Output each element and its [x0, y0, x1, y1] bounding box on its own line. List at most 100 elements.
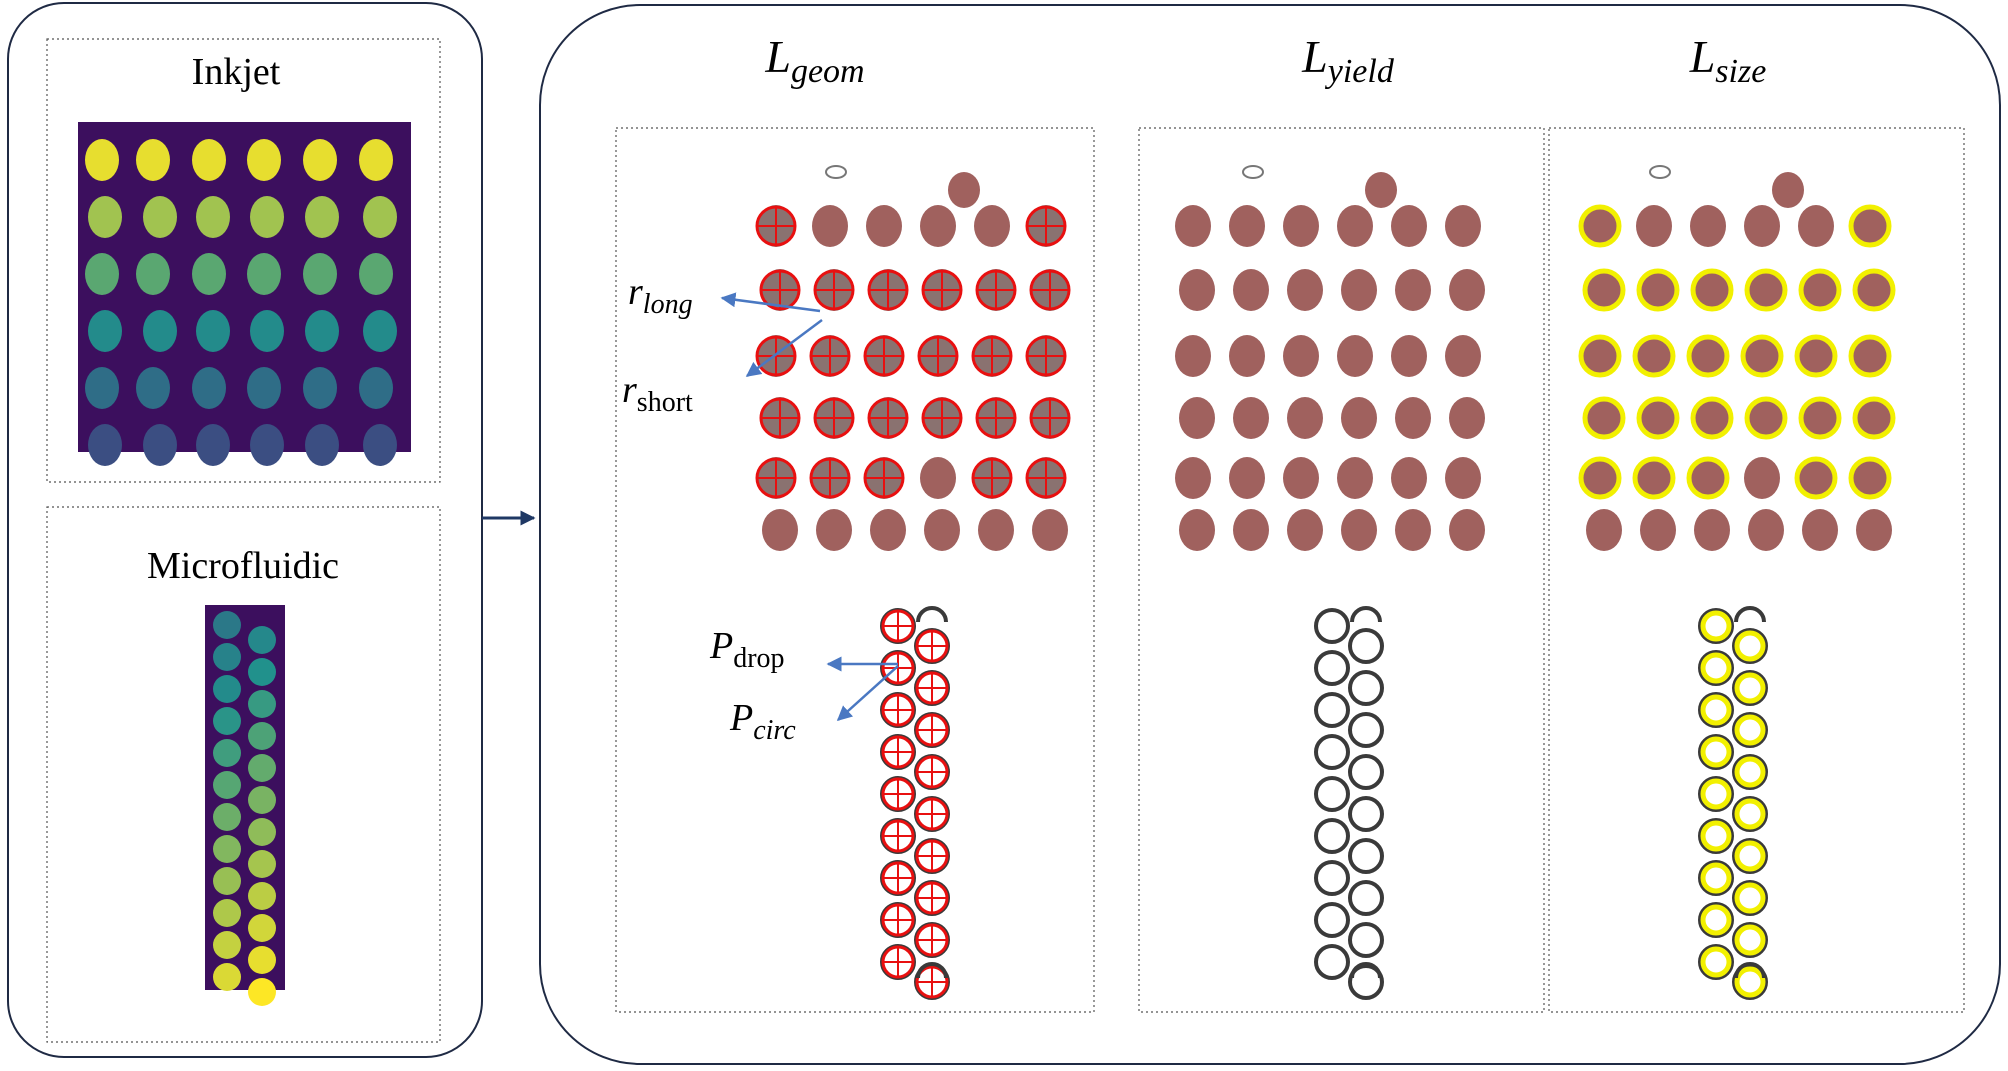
droplet: [1690, 205, 1726, 247]
inkjet-droplet: [136, 367, 170, 409]
microfluidic-droplet: [213, 739, 241, 767]
droplet: [1852, 335, 1888, 377]
fitted-circle: [915, 965, 949, 999]
droplet: [1852, 205, 1888, 247]
inkjet-droplet: [136, 139, 170, 181]
droplet: [1445, 457, 1481, 499]
microfluidic-droplet: [248, 626, 276, 654]
inkjet-droplet: [247, 139, 281, 181]
inkjet-droplet: [88, 196, 122, 238]
ring: [1732, 838, 1768, 874]
r-long-label: rlong: [628, 271, 693, 320]
fitted-circle: [921, 397, 963, 439]
size-ring: [1632, 334, 1676, 378]
ring: [1732, 712, 1768, 748]
size-ring: [1686, 456, 1730, 500]
droplet: [1586, 509, 1622, 551]
geom-box: [615, 127, 1095, 1013]
ring: [1348, 838, 1384, 874]
droplet: [1395, 397, 1431, 439]
droplet: [1640, 509, 1676, 551]
microfluidic-droplet: [248, 978, 276, 1006]
partial-droplet: [825, 165, 847, 179]
loss-panel: [539, 4, 2001, 1065]
r-short-label: rshort: [622, 369, 693, 418]
ring: [1314, 734, 1350, 770]
ring: [1698, 818, 1734, 854]
fitted-circle: [755, 335, 797, 377]
droplet: [812, 205, 848, 247]
droplet: [1179, 509, 1215, 551]
droplet: [1341, 269, 1377, 311]
partial-ring: [1350, 962, 1382, 979]
microfluidic-droplet: [248, 786, 276, 814]
size-ring: [1700, 946, 1732, 978]
droplet: [1341, 397, 1377, 439]
droplet: [1802, 397, 1838, 439]
droplet: [1287, 269, 1323, 311]
microfluidic-droplet: [248, 658, 276, 686]
partial-ring: [1734, 962, 1766, 979]
p-drop-label: Pdrop: [709, 625, 785, 674]
microfluidic-droplet: [248, 914, 276, 942]
ring: [1314, 650, 1350, 686]
microfluidic-box: [46, 506, 441, 1043]
droplet: [1744, 335, 1780, 377]
fitted-circle: [915, 881, 949, 915]
inkjet-droplet: [305, 196, 339, 238]
fitted-circle: [881, 693, 915, 727]
inkjet-droplet: [88, 424, 122, 466]
droplet: [948, 172, 980, 208]
size-ring: [1700, 694, 1732, 726]
fitted-circle: [755, 205, 797, 247]
ring: [1732, 754, 1768, 790]
fitted-circle: [975, 269, 1017, 311]
fitted-circle: [881, 903, 915, 937]
microfluidic-droplet: [213, 643, 241, 671]
droplet: [1449, 509, 1485, 551]
size-ring: [1700, 904, 1732, 936]
microfluidic-droplet: [248, 690, 276, 718]
size-ring: [1734, 840, 1766, 872]
partial-droplet: [1649, 165, 1671, 179]
size-ring: [1636, 396, 1680, 440]
droplet: [1856, 269, 1892, 311]
fitted-circle: [813, 397, 855, 439]
droplet: [1233, 269, 1269, 311]
microfluidic-droplet: [248, 946, 276, 974]
inkjet-droplet: [192, 139, 226, 181]
ring: [1348, 712, 1384, 748]
fitted-circle: [921, 269, 963, 311]
droplet: [1449, 269, 1485, 311]
droplet: [920, 457, 956, 499]
droplet: [1744, 457, 1780, 499]
droplet: [1694, 269, 1730, 311]
droplet: [1690, 457, 1726, 499]
geom-microfluidic-crop: [880, 606, 950, 1000]
fitted-circle: [755, 457, 797, 499]
column-header-geom: Lgeom: [764, 31, 864, 90]
size-ring: [1734, 714, 1766, 746]
fitted-circle: [809, 335, 851, 377]
droplet: [1233, 509, 1269, 551]
size-ring: [1740, 334, 1784, 378]
partial-ring: [916, 962, 948, 979]
droplet: [1175, 205, 1211, 247]
droplet: [1856, 509, 1892, 551]
size-ring: [1578, 334, 1622, 378]
partial-droplet: [1242, 165, 1264, 179]
microfluidic-droplet: [213, 899, 241, 927]
droplet: [1636, 205, 1672, 247]
fitted-circle: [917, 335, 959, 377]
droplet: [1852, 457, 1888, 499]
fitted-circle: [1025, 457, 1067, 499]
ring: [1314, 902, 1350, 938]
droplet: [978, 509, 1014, 551]
inkjet-droplet: [85, 367, 119, 409]
droplet: [1229, 205, 1265, 247]
size-ring: [1582, 268, 1626, 312]
fitted-circle: [915, 923, 949, 957]
fitted-circle: [881, 651, 915, 685]
droplet: [1802, 509, 1838, 551]
ring: [1314, 692, 1350, 728]
